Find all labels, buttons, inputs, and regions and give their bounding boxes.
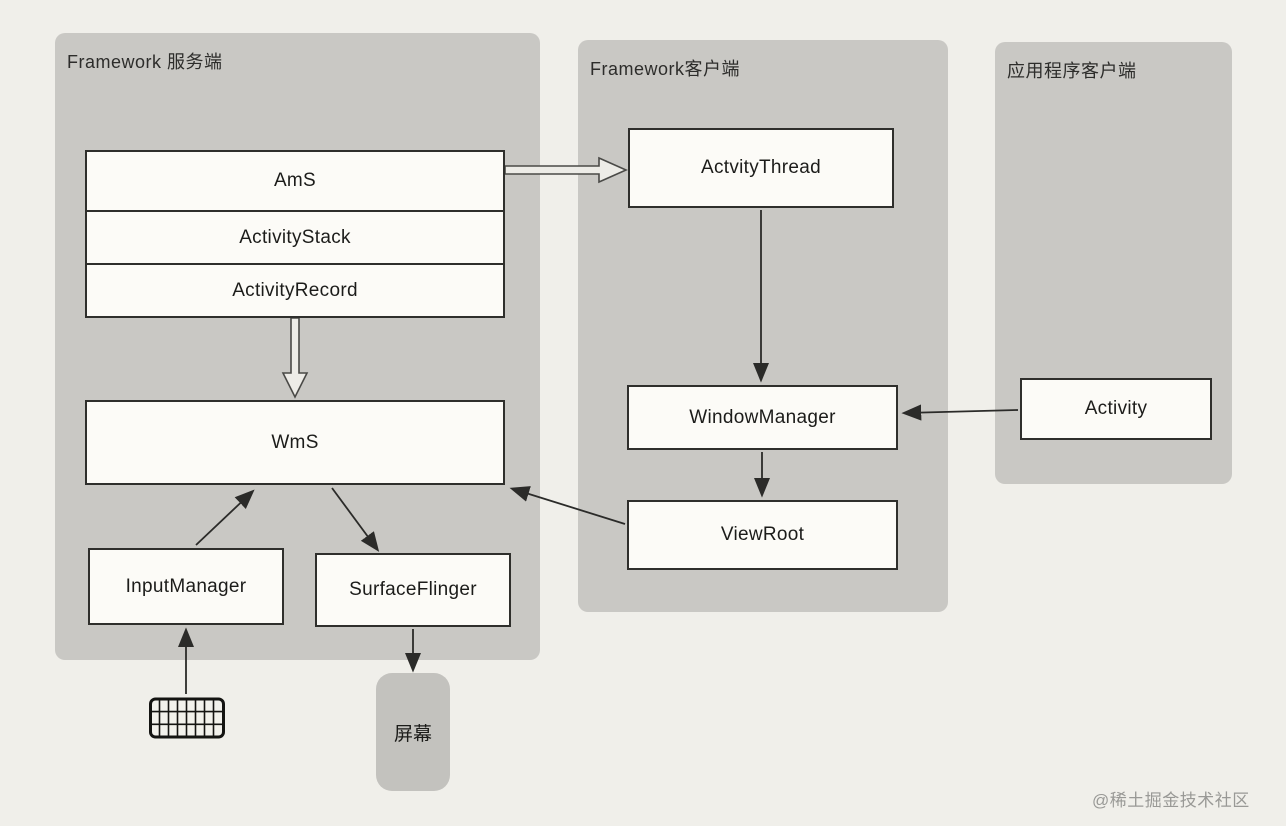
node-ams-stack: AmS ActivityStack ActivityRecord <box>85 150 505 318</box>
keyboard-icon <box>148 696 226 740</box>
screen-label: 屏幕 <box>393 723 432 745</box>
node-windowmanager: WindowManager <box>627 385 898 450</box>
node-activitystack: ActivityStack <box>87 210 503 263</box>
node-activityrecord: ActivityRecord <box>87 263 503 316</box>
node-activity: Activity <box>1020 378 1212 440</box>
node-inputmanager: InputManager <box>88 548 284 625</box>
node-screen: 屏幕 <box>376 673 450 791</box>
node-ams: AmS <box>273 170 317 192</box>
panel-framework-server-label: Framework 服务端 <box>67 52 223 72</box>
node-surfaceflinger: SurfaceFlinger <box>315 553 511 627</box>
panel-app-client-label: 应用程序客户端 <box>1007 61 1137 81</box>
node-wms: WmS <box>85 400 505 485</box>
watermark: @稀土掘金技术社区 <box>1092 791 1250 810</box>
node-viewroot: ViewRoot <box>627 500 898 570</box>
node-activitythread: ActvityThread <box>628 128 894 208</box>
panel-framework-client-label: Framework客户端 <box>590 59 741 79</box>
